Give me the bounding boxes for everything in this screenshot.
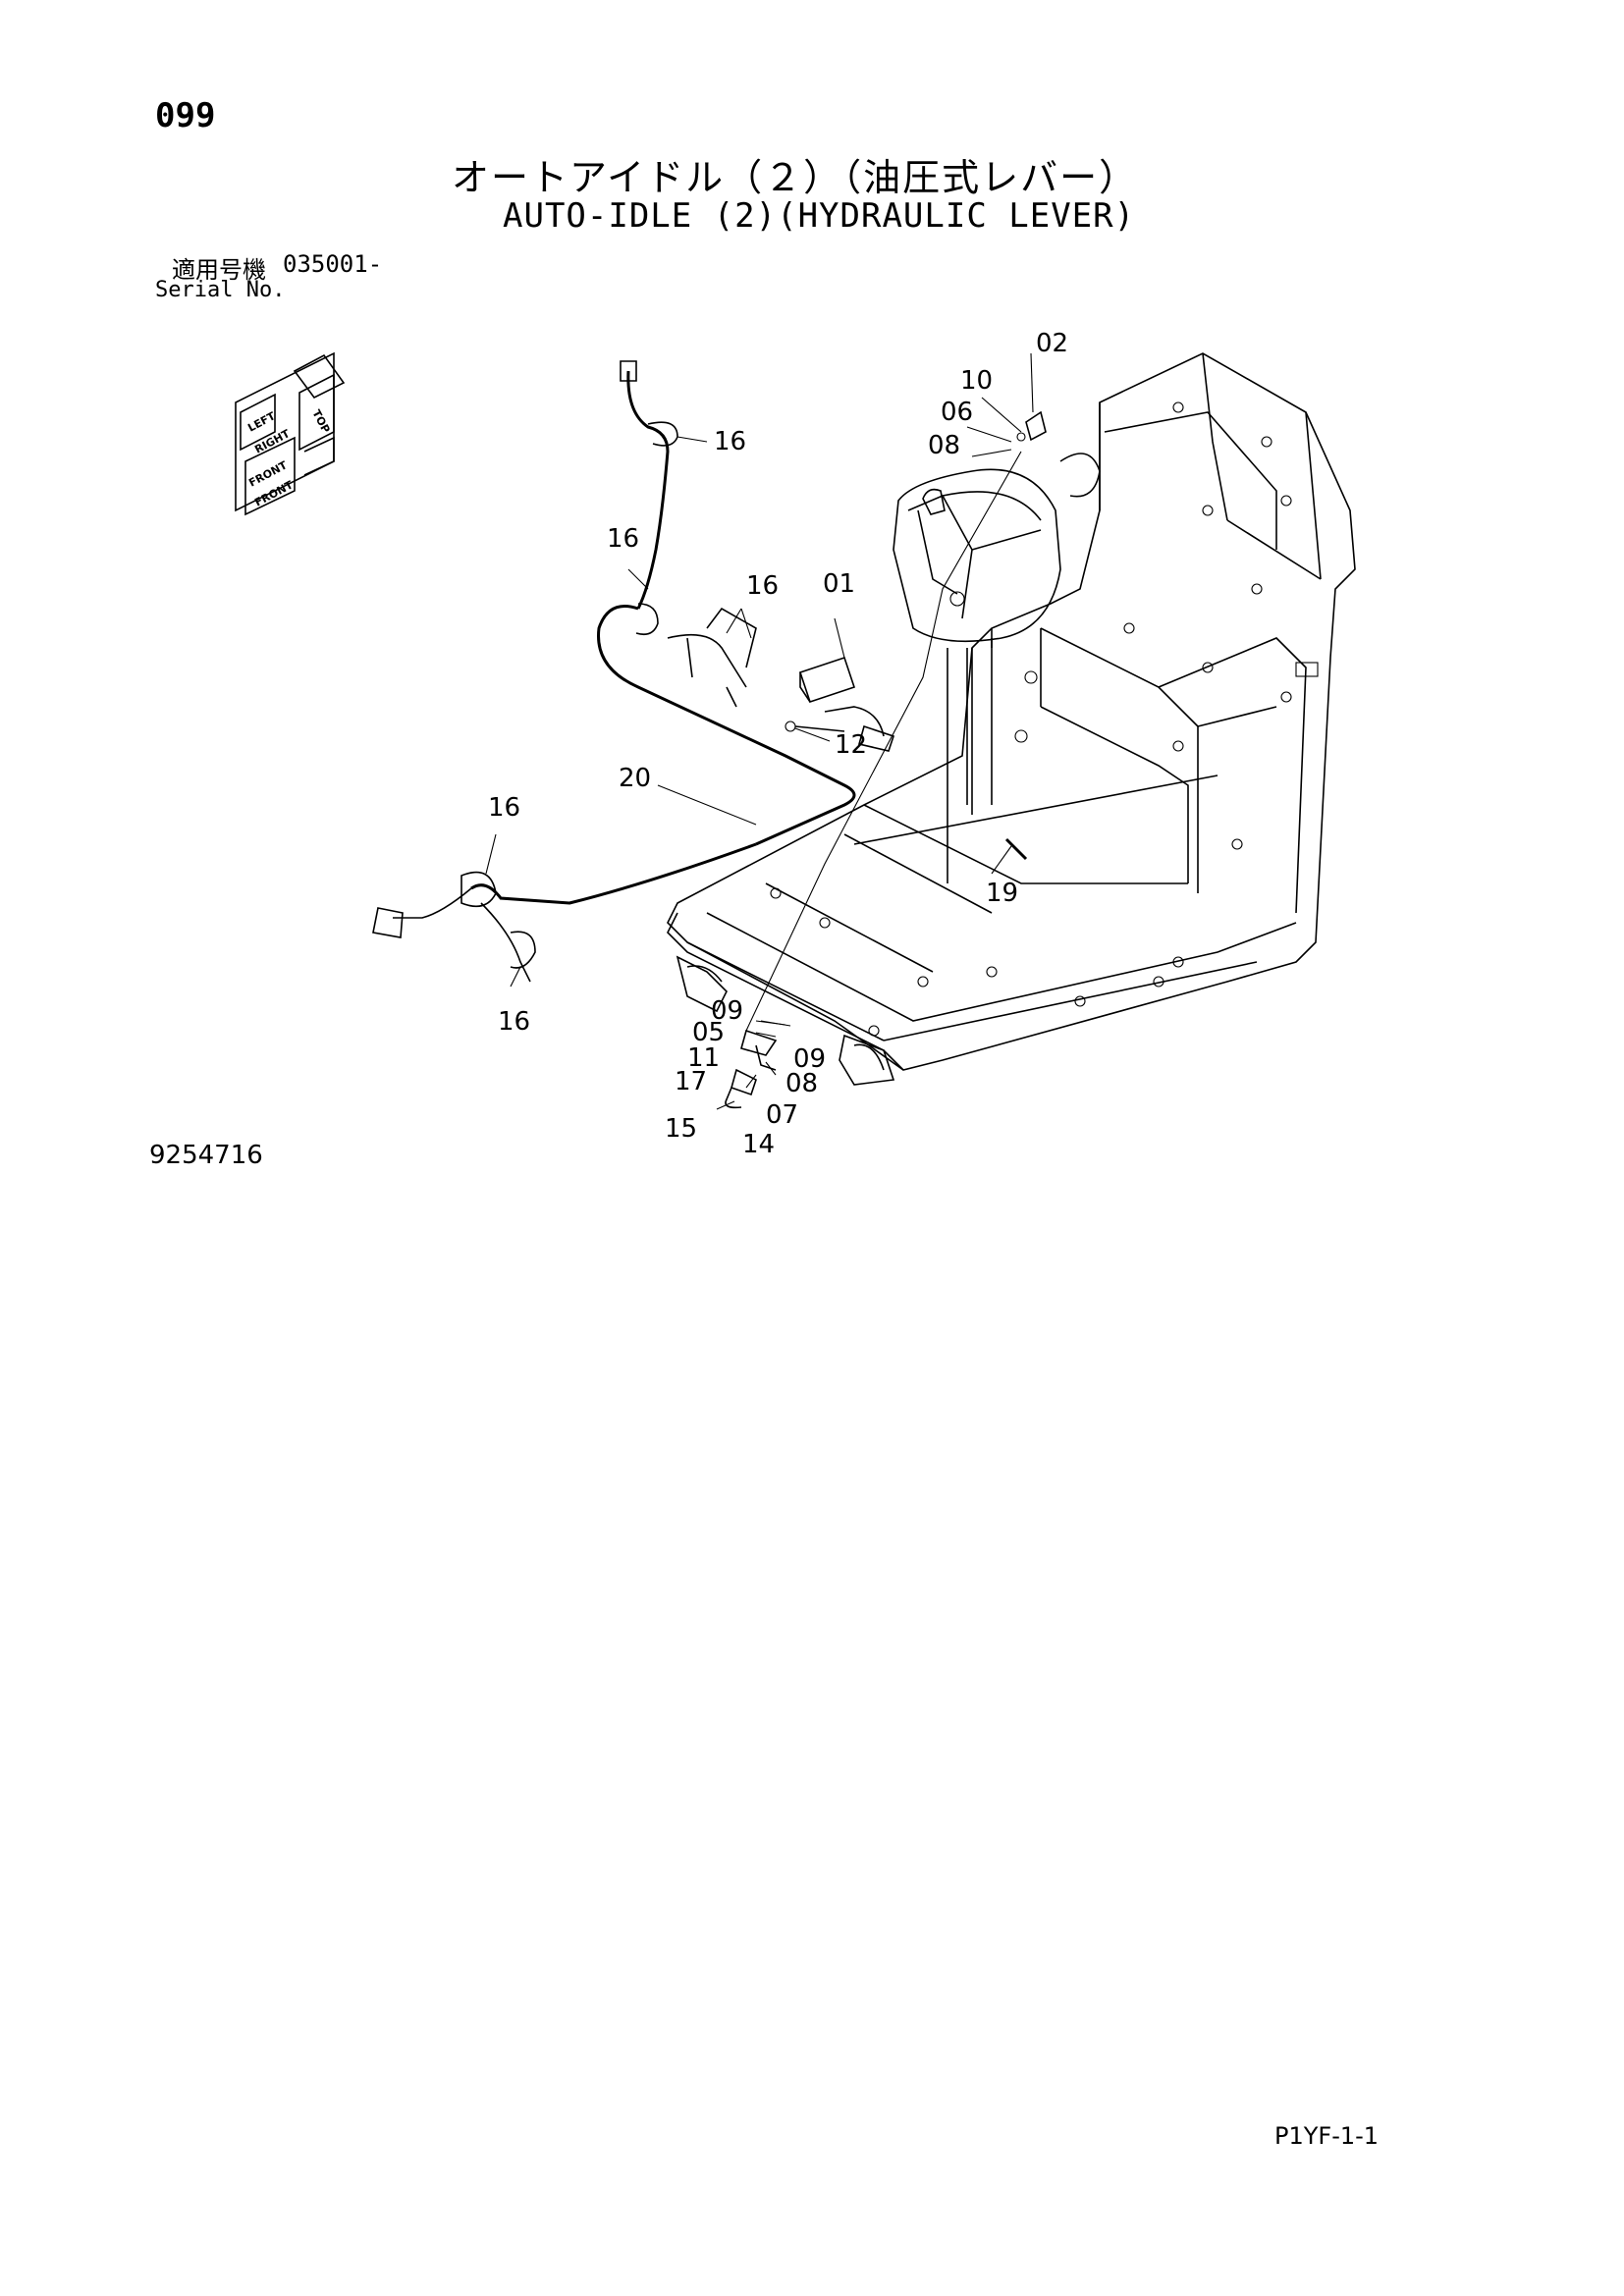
serial-label-english: Serial No. bbox=[155, 278, 286, 302]
label-11: 11 bbox=[687, 1043, 720, 1073]
label-19: 19 bbox=[986, 879, 1018, 908]
label-16-mid: 16 bbox=[746, 571, 779, 601]
label-06: 06 bbox=[941, 398, 973, 427]
label-09-lower: 09 bbox=[793, 1044, 826, 1074]
orient-left: LEFT bbox=[245, 409, 278, 435]
label-16-top: 16 bbox=[714, 427, 746, 456]
label-17: 17 bbox=[675, 1067, 707, 1096]
label-20: 20 bbox=[619, 764, 651, 793]
leader-lines bbox=[485, 436, 1012, 1110]
label-12: 12 bbox=[835, 730, 867, 760]
seat-stand-frame bbox=[667, 352, 1356, 1071]
label-08: 08 bbox=[928, 431, 960, 460]
serial-number-value: 035001- bbox=[283, 250, 383, 278]
page-code: P1YF-1-1 bbox=[1274, 2122, 1380, 2150]
wiring-harness bbox=[372, 360, 895, 983]
label-16-left: 16 bbox=[607, 524, 639, 554]
serial-label-japanese: 適用号機 bbox=[172, 256, 266, 284]
label-01: 01 bbox=[823, 569, 855, 599]
title-english: AUTO-IDLE (2)(HYDRAULIC LEVER) bbox=[503, 196, 1136, 236]
label-05: 05 bbox=[692, 1018, 725, 1047]
label-08-lower: 08 bbox=[785, 1069, 818, 1098]
label-02: 02 bbox=[1036, 329, 1068, 358]
drawing-number: 9254716 bbox=[149, 1141, 263, 1170]
label-15: 15 bbox=[665, 1114, 697, 1144]
title-japanese: オートアイドル（２）（油圧式レバー） bbox=[452, 156, 1139, 199]
label-09-upper: 09 bbox=[711, 996, 743, 1026]
label-07: 07 bbox=[766, 1100, 798, 1130]
control-console bbox=[893, 468, 1061, 883]
page-number: 099 bbox=[155, 96, 216, 135]
top-hardware bbox=[745, 352, 1047, 1032]
orientation-icon: LEFT RIGHT FRONT FRONT TOP bbox=[235, 351, 346, 516]
label-16-lower: 16 bbox=[488, 793, 520, 823]
label-14: 14 bbox=[742, 1130, 775, 1159]
label-10: 10 bbox=[960, 366, 993, 396]
orient-top: TOP bbox=[309, 407, 332, 435]
label-16-bottom: 16 bbox=[498, 1007, 530, 1037]
